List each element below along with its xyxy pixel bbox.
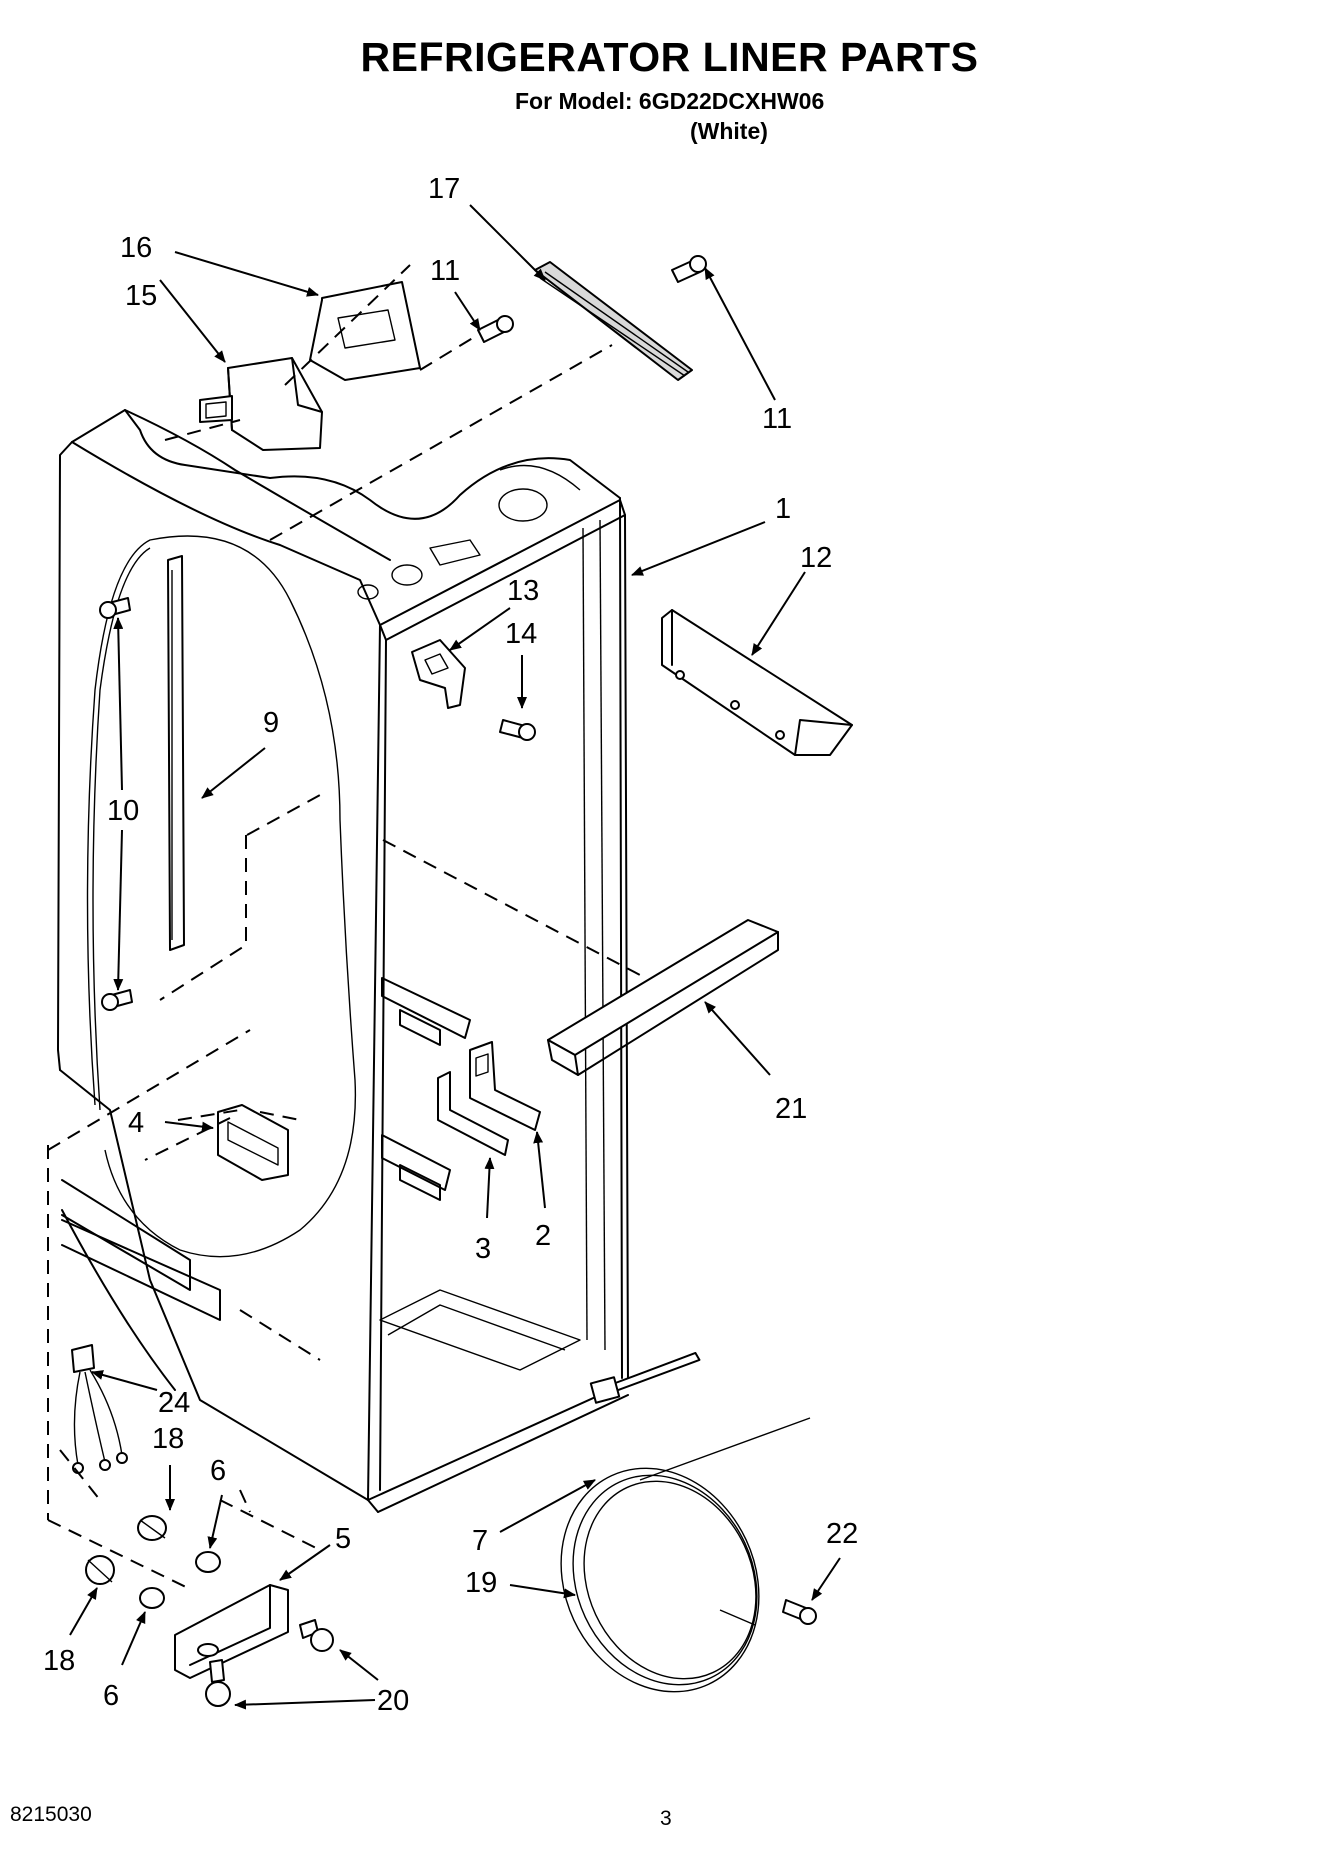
- callout-6-lower: 6: [103, 1680, 119, 1712]
- part-24-harness: [71, 1344, 128, 1474]
- callout-18-upper: 18: [152, 1423, 184, 1455]
- callout-4: 4: [128, 1107, 144, 1139]
- part-16-bracket: [309, 281, 421, 381]
- part-6-holder-lower: [139, 1587, 165, 1609]
- part-11-screw-b: [671, 255, 707, 283]
- callout-15: 15: [125, 280, 157, 312]
- callout-18-lower: 18: [43, 1645, 75, 1677]
- model-line: For Model: 6GD22DCXHW06: [515, 88, 825, 114]
- part-5-light-housing: [174, 1584, 289, 1679]
- callout-6-upper: 6: [210, 1455, 226, 1487]
- page-title: REFRIGERATOR LINER PARTS: [360, 34, 979, 80]
- part-15-control-housing: [199, 357, 323, 451]
- callout-16: 16: [120, 232, 152, 264]
- part-17-strip: [534, 261, 693, 381]
- part-2-3-shelf-brackets: [437, 1041, 541, 1156]
- callout-2: 2: [535, 1220, 551, 1252]
- part-12-channel: [661, 609, 853, 756]
- part-13-bracket: [411, 639, 466, 709]
- callout-1: 1: [775, 493, 791, 525]
- callout-7: 7: [472, 1525, 488, 1557]
- callout-11-top: 11: [430, 255, 460, 287]
- part-4-switch: [217, 1104, 289, 1181]
- callout-22: 22: [826, 1518, 858, 1550]
- part-18-socket-lower: [85, 1555, 115, 1585]
- part-10-screws: [99, 597, 133, 1011]
- callout-5: 5: [335, 1523, 351, 1555]
- part-20-bulb-a: [299, 1619, 334, 1652]
- callout-12: 12: [800, 542, 832, 574]
- page-number: 3: [660, 1807, 672, 1830]
- part-11-screw-a: [477, 315, 514, 343]
- part-19-wire-coil: [560, 1417, 811, 1693]
- callout-14: 14: [505, 618, 537, 650]
- part-7-cable-tie: [589, 1351, 701, 1404]
- callout-3: 3: [475, 1233, 491, 1265]
- callout-21: 21: [775, 1093, 807, 1125]
- callout-10: 10: [107, 795, 139, 827]
- refrigerator-liner: [57, 409, 629, 1513]
- callout-20: 20: [377, 1685, 409, 1717]
- part-6-holder-upper: [195, 1551, 221, 1573]
- part-22-screw: [782, 1599, 817, 1625]
- part-21-crossbar: [547, 919, 779, 1076]
- document-number: 8215030: [10, 1803, 92, 1826]
- part-20-bulb-b: [205, 1659, 231, 1707]
- callout-24: 24: [158, 1387, 190, 1419]
- callout-labels: 17 16 11 15 11 1 12 13 14 9 10 21 4 3 2 …: [43, 173, 858, 1717]
- part-14-screw: [499, 719, 536, 741]
- assembly-lines: [47, 264, 641, 1591]
- callout-13: 13: [507, 575, 539, 607]
- callout-19: 19: [465, 1567, 497, 1599]
- part-18-socket-upper: [137, 1515, 167, 1541]
- callout-11-right: 11: [762, 403, 792, 435]
- callout-17: 17: [428, 173, 460, 205]
- callout-9: 9: [263, 707, 279, 739]
- color-note: (White): [690, 118, 768, 144]
- leader-lines: [69, 204, 841, 1710]
